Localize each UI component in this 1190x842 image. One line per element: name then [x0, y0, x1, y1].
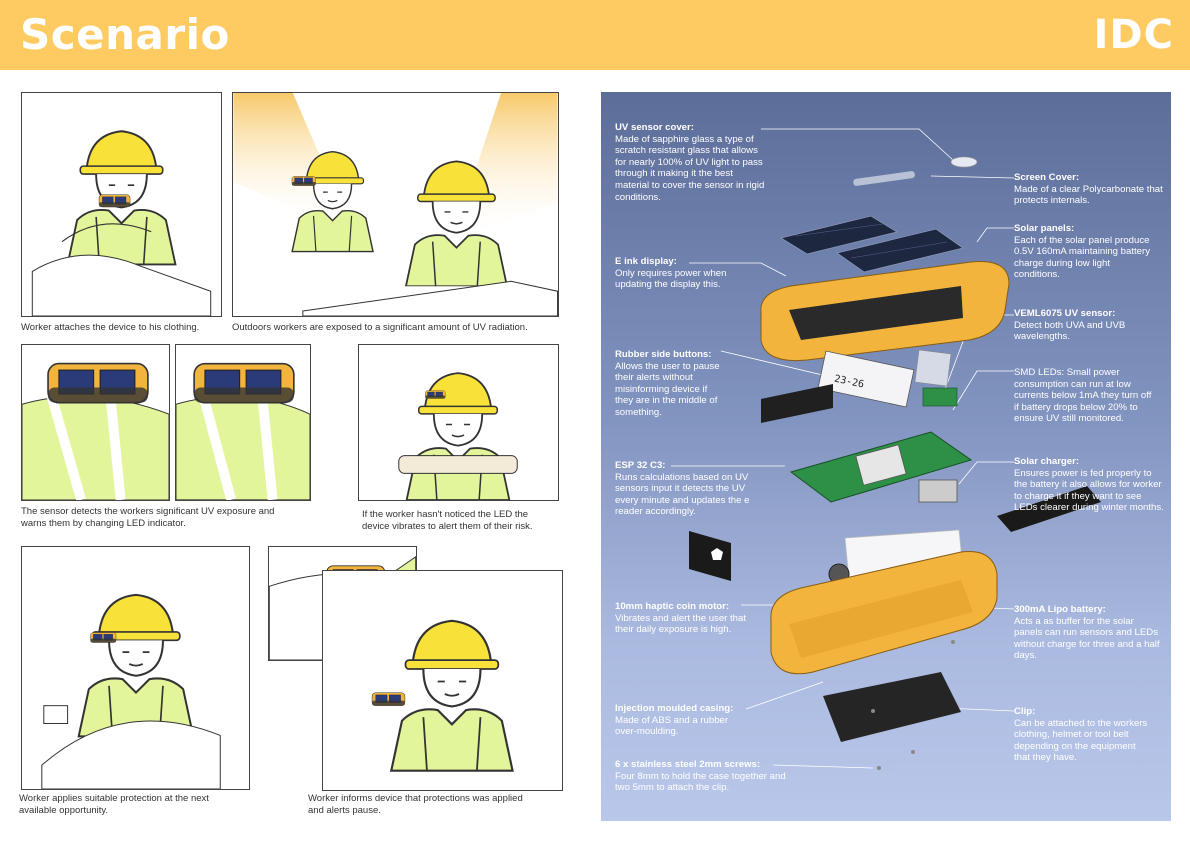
scenario-3b-illustration	[175, 344, 311, 501]
label-solar-panels: Solar panels: Each of the solar panel pr…	[1014, 223, 1150, 281]
caption-4: If the worker hasn't noticed the LED the…	[362, 509, 533, 532]
label-e-ink-display: E ink display: Only requires power when …	[615, 256, 727, 291]
scenario-5-illustration	[21, 546, 250, 790]
label-stainless-screws: 6 x stainless steel 2mm screws: Four 8mm…	[615, 759, 786, 794]
caption-6: Worker informs device that protections w…	[308, 793, 523, 816]
caption-1: Worker attaches the device to his clothi…	[21, 322, 200, 333]
label-solar-charger: Solar charger: Ensures power is fed prop…	[1014, 456, 1164, 514]
label-clip: Clip: Can be attached to the workers clo…	[1014, 706, 1148, 764]
exploded-view-panel: 23-26 UV sensor cover: Made of sapphire …	[601, 92, 1171, 821]
scenario-2-illustration	[232, 92, 559, 317]
scenario-3a-illustration	[21, 344, 170, 501]
label-screen-cover: Screen Cover: Made of a clear Polycarbon…	[1014, 172, 1163, 207]
scenario-1-illustration	[21, 92, 222, 317]
label-injection-moulded-casing: Injection moulded casing: Made of ABS an…	[615, 703, 734, 738]
caption-5: Worker applies suitable protection at th…	[19, 793, 209, 816]
header-bar: Scenario IDC	[0, 0, 1190, 70]
label-lipo-battery: 300mA Lipo battery: Acts a as buffer for…	[1014, 604, 1160, 662]
label-smd-leds: SMD LEDs: Small power consumption can ru…	[1014, 367, 1152, 425]
caption-2: Outdoors workers are exposed to a signif…	[232, 322, 528, 333]
label-esp32-c3: ESP 32 C3: Runs calculations based on UV…	[615, 460, 750, 518]
page-title: Scenario	[20, 10, 230, 59]
label-haptic-coin-motor: 10mm haptic coin motor: Vibrates and ale…	[615, 601, 747, 636]
label-rubber-side-buttons: Rubber side buttons: Allows the user to …	[615, 349, 720, 418]
label-veml6075-uv-sensor: VEML6075 UV sensor: Detect both UVA and …	[1014, 308, 1126, 343]
label-uv-sensor-cover: UV sensor cover: Made of sapphire glass …	[615, 122, 765, 203]
brand-logo: IDC	[1093, 12, 1174, 58]
scenario-4-illustration	[358, 344, 559, 501]
caption-3: The sensor detects the workers significa…	[21, 506, 275, 529]
scenario-6-illustration	[322, 570, 563, 791]
exploded-device-diagram: 23-26	[671, 128, 1101, 770]
